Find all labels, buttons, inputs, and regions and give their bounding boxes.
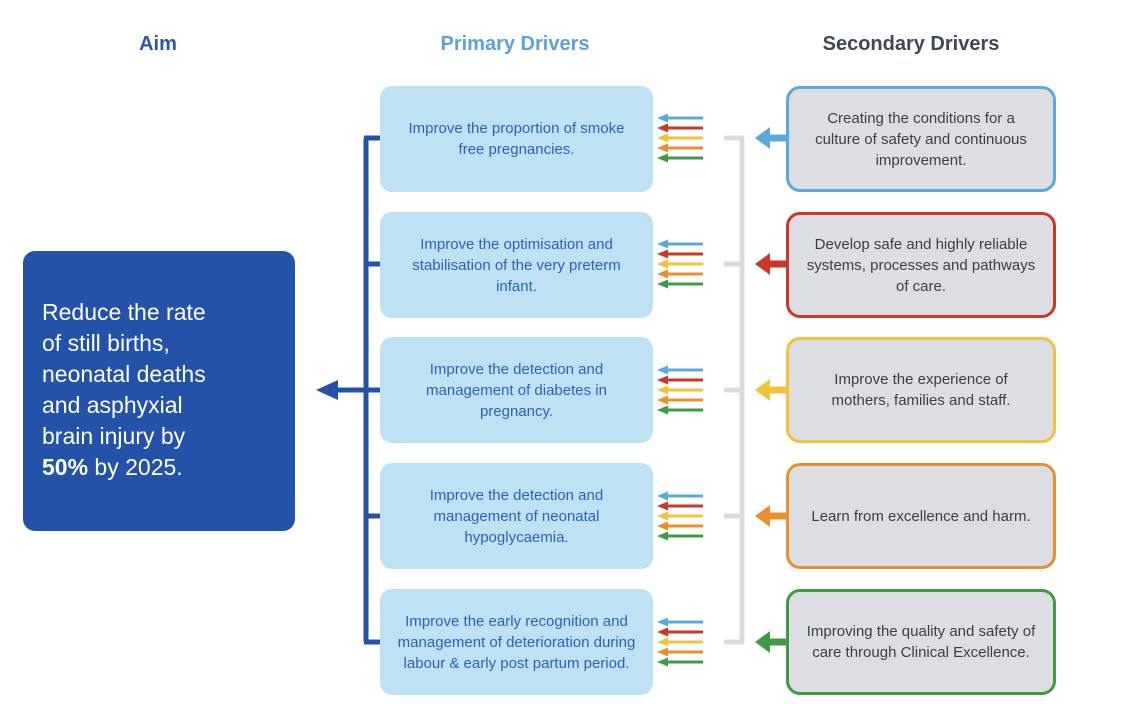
mini-arrow-head <box>657 153 668 163</box>
primary-driver-box: Improve the detection and management of … <box>380 463 653 569</box>
secondary-driver-text: Learn from excellence and harm. <box>811 507 1031 525</box>
mini-arrow-head <box>657 375 668 385</box>
aim-text-line: of still births, <box>42 330 170 356</box>
mini-arrow-head <box>657 617 668 627</box>
mini-arrow-head <box>657 113 668 123</box>
secondary-arrow-head <box>755 253 770 275</box>
secondary-driver-text: Creating the conditions for a culture of… <box>815 109 1027 169</box>
primary-driver-text: Improve the optimisation and stabilisati… <box>412 235 621 295</box>
primary-driver-text: Improve the detection and management of … <box>429 486 604 546</box>
secondary-arrow-head <box>755 505 770 527</box>
secondary-drivers-header: Secondary Drivers <box>822 33 1000 55</box>
aim-target-year: by 2025. <box>88 454 183 480</box>
aim-header: Aim <box>139 33 177 55</box>
mini-arrow-head <box>657 385 668 395</box>
aim-target-percent: 50% <box>42 454 89 480</box>
mini-arrow-head <box>657 259 668 269</box>
mini-arrow-head <box>657 501 668 511</box>
aim-text-line: neonatal deaths <box>42 361 206 387</box>
primary-driver-text: Improve the early recognition and manage… <box>397 612 636 672</box>
mini-arrow-head <box>657 269 668 279</box>
mini-arrow-head <box>657 637 668 647</box>
secondary-driver-box: Improving the quality and safety of care… <box>786 589 1056 695</box>
secondary-arrow-head <box>755 631 770 653</box>
primary-driver-text: Improve the detection and management of … <box>426 360 607 420</box>
primary-driver-box: Improve the optimisation and stabilisati… <box>380 212 653 318</box>
secondary-driver-box: Learn from excellence and harm. <box>786 463 1056 569</box>
mini-arrow-head <box>657 657 668 667</box>
aim-box: Reduce the rate of still births, neonata… <box>23 251 295 531</box>
primary-drivers-header: Primary Drivers <box>440 33 590 55</box>
mini-arrow-head <box>657 521 668 531</box>
primary-driver-box: Improve the detection and management of … <box>380 337 653 443</box>
secondary-arrow-head <box>755 127 770 149</box>
secondary-driver-text: Improve the experience of mothers, famil… <box>831 371 1011 409</box>
mini-arrow-head <box>657 647 668 657</box>
secondary-driver-box: Improve the experience of mothers, famil… <box>786 337 1056 443</box>
mini-arrow-head <box>657 511 668 521</box>
secondary-arrow-head <box>755 379 770 401</box>
mini-arrow-head <box>657 395 668 405</box>
mini-arrow-head <box>657 627 668 637</box>
mini-arrow-head <box>657 143 668 153</box>
secondary-driver-text: Develop safe and highly reliable systems… <box>806 235 1036 295</box>
mini-arrow-head <box>657 133 668 143</box>
aim-text-line: brain injury by <box>42 423 186 449</box>
mini-arrow-head <box>657 239 668 249</box>
primary-driver-box: Improve the early recognition and manage… <box>380 589 653 695</box>
primary-driver-text: Improve the proportion of smoke free pre… <box>408 120 625 158</box>
mini-arrow-head <box>657 405 668 415</box>
secondary-driver-box: Develop safe and highly reliable systems… <box>786 212 1056 318</box>
mini-arrow-head <box>657 249 668 259</box>
aim-text-line: Reduce the rate <box>42 299 206 325</box>
mini-arrow-head <box>657 279 668 289</box>
mini-arrow-head <box>657 365 668 375</box>
mini-arrow-head <box>657 531 668 541</box>
mini-arrow-head <box>657 491 668 501</box>
aim-arrow-head <box>316 380 338 400</box>
aim-text-line: and asphyxial <box>42 392 183 418</box>
secondary-driver-text: Improving the quality and safety of care… <box>806 623 1036 661</box>
aim-target-line: 50% by 2025. <box>42 452 277 483</box>
mini-arrow-head <box>657 123 668 133</box>
secondary-driver-box: Creating the conditions for a culture of… <box>786 86 1056 192</box>
primary-driver-box: Improve the proportion of smoke free pre… <box>380 86 653 192</box>
